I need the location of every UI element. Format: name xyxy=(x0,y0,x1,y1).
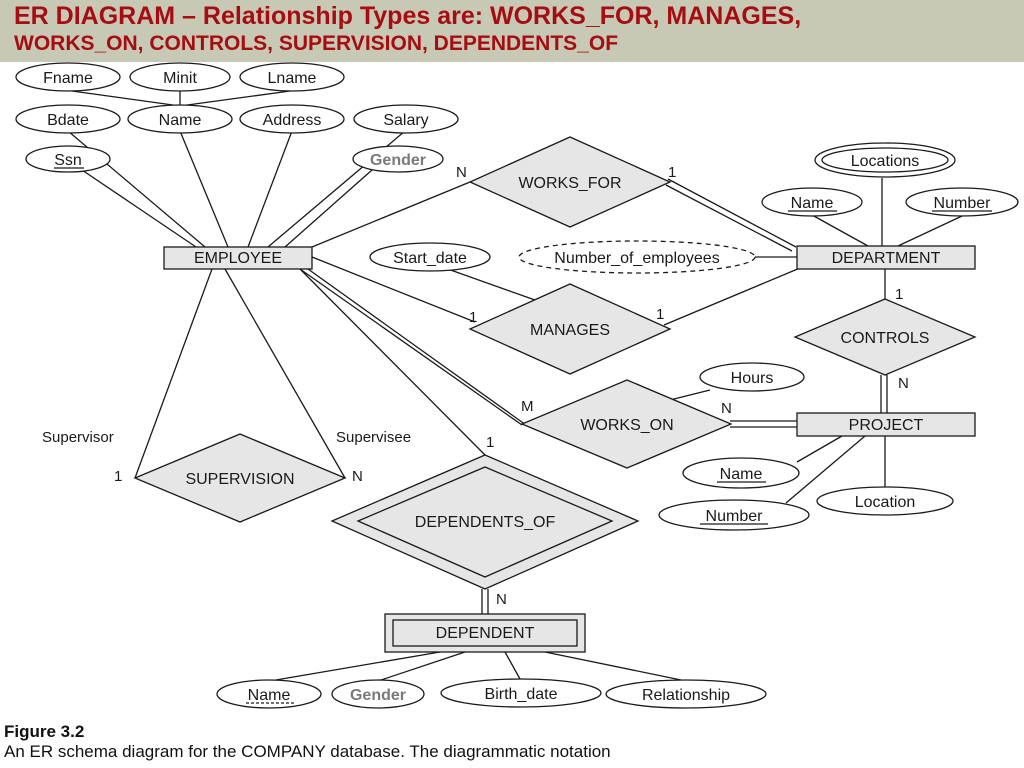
rel-controls-label: CONTROLS xyxy=(841,330,930,347)
entity-department: DEPARTMENT xyxy=(796,245,976,270)
figure-caption: Figure 3.2 An ER schema diagram for the … xyxy=(4,722,1020,762)
card-supervision-supervisee: N xyxy=(352,468,363,485)
attr-dependent-name: Name xyxy=(216,679,322,709)
entity-employee-label: EMPLOYEE xyxy=(194,250,282,267)
attr-project-number-label: Number xyxy=(706,508,764,525)
attr-number-of-employees-label: Number_of_employees xyxy=(554,250,719,267)
entity-project: PROJECT xyxy=(796,412,976,437)
attr-lname-label: Lname xyxy=(268,70,317,87)
attr-minit: Minit xyxy=(129,62,231,92)
rel-controls: CONTROLS xyxy=(793,298,977,376)
rel-works-on: WORKS_ON xyxy=(520,379,733,469)
attr-fname: Fname xyxy=(15,62,121,92)
attr-hours-label: Hours xyxy=(731,370,774,387)
card-works-for-department: 1 xyxy=(668,164,676,181)
figure-caption-text: An ER schema diagram for the COMPANY dat… xyxy=(4,742,611,761)
attr-birth-date-label: Birth_date xyxy=(485,686,558,703)
card-supervision-supervisor: 1 xyxy=(114,468,122,485)
rel-manages-label: MANAGES xyxy=(530,322,610,339)
entity-dependent-label: DEPENDENT xyxy=(436,625,535,642)
connector-lines xyxy=(67,90,963,682)
attr-project-location-label: Location xyxy=(855,494,916,511)
attr-address-label: Address xyxy=(263,112,322,129)
attr-start-date: Start_date xyxy=(369,242,491,272)
attr-dependent-gender: Gender xyxy=(331,679,425,709)
attr-birth-date: Birth_date xyxy=(440,678,602,708)
card-controls-project: N xyxy=(898,375,909,392)
attr-locations: Locations xyxy=(814,142,956,178)
attr-lname: Lname xyxy=(239,62,345,92)
attr-bdate: Bdate xyxy=(15,104,121,134)
rel-works-for: WORKS_FOR xyxy=(468,136,672,228)
rel-works-for-label: WORKS_FOR xyxy=(518,175,621,192)
attr-name: Name xyxy=(127,104,233,134)
rel-dependents-of: DEPENDENTS_OF xyxy=(330,454,640,590)
attr-fname-label: Fname xyxy=(43,70,93,87)
attr-minit-label: Minit xyxy=(163,70,197,87)
attr-department-name-label: Name xyxy=(791,195,834,212)
role-supervisee: Supervisee xyxy=(336,429,411,446)
attr-relationship: Relationship xyxy=(605,679,767,709)
attr-start-date-label: Start_date xyxy=(393,250,467,267)
attr-department-number-label: Number xyxy=(934,195,992,212)
card-controls-department: 1 xyxy=(895,286,903,303)
card-manages-employee: 1 xyxy=(469,309,477,326)
attr-gender: Gender xyxy=(352,145,444,173)
rel-dependents-of-label: DEPENDENTS_OF xyxy=(415,514,556,531)
entity-department-label: DEPARTMENT xyxy=(832,250,941,267)
entity-employee: EMPLOYEE xyxy=(163,246,313,270)
attr-gender-label: Gender xyxy=(370,152,426,169)
card-dependents-of-dependent: N xyxy=(496,591,507,608)
card-dependents-of-employee: 1 xyxy=(486,434,494,451)
attr-department-name: Name xyxy=(761,187,863,217)
attr-project-name-label: Name xyxy=(720,466,763,483)
attr-department-number: Number xyxy=(905,187,1019,217)
rel-supervision-label: SUPERVISION xyxy=(185,471,294,488)
attr-dependent-name-label: Name xyxy=(248,687,291,704)
rel-manages: MANAGES xyxy=(468,283,672,375)
attr-address: Address xyxy=(239,104,345,134)
er-diagram: Fname Minit Lname Bdate Name Address Sal… xyxy=(15,62,1019,709)
attr-bdate-label: Bdate xyxy=(47,112,89,129)
rel-works-on-label: WORKS_ON xyxy=(580,417,673,434)
attr-salary-label: Salary xyxy=(383,112,428,129)
figure-label: Figure 3.2 xyxy=(4,722,85,741)
attr-salary: Salary xyxy=(353,104,459,134)
attr-ssn: Ssn xyxy=(25,145,111,173)
entity-project-label: PROJECT xyxy=(849,417,924,434)
entity-dependent: DEPENDENT xyxy=(384,613,586,653)
attr-project-location: Location xyxy=(816,486,954,516)
card-works-for-employee: N xyxy=(456,164,467,181)
attr-hours: Hours xyxy=(699,362,805,392)
attr-project-name: Name xyxy=(682,457,800,489)
card-manages-department: 1 xyxy=(656,306,664,323)
rel-supervision: SUPERVISION xyxy=(133,433,347,523)
attr-ssn-label: Ssn xyxy=(54,152,82,169)
card-works-on-employee: M xyxy=(521,398,534,415)
page-title-line-1: ER DIAGRAM – Relationship Types are: WOR… xyxy=(14,2,802,30)
attr-dependent-gender-label: Gender xyxy=(350,687,406,704)
page-title-line-2: WORKS_ON, CONTROLS, SUPERVISION, DEPENDE… xyxy=(14,32,619,55)
attr-relationship-label: Relationship xyxy=(642,687,730,704)
card-works-on-project: N xyxy=(721,400,732,417)
attr-locations-label: Locations xyxy=(851,153,920,170)
attr-number-of-employees: Number_of_employees xyxy=(518,240,756,274)
role-supervisor: Supervisor xyxy=(42,429,114,446)
attr-name-label: Name xyxy=(159,112,202,129)
title-bar: ER DIAGRAM – Relationship Types are: WOR… xyxy=(0,0,1024,62)
attr-project-number: Number xyxy=(658,499,810,531)
